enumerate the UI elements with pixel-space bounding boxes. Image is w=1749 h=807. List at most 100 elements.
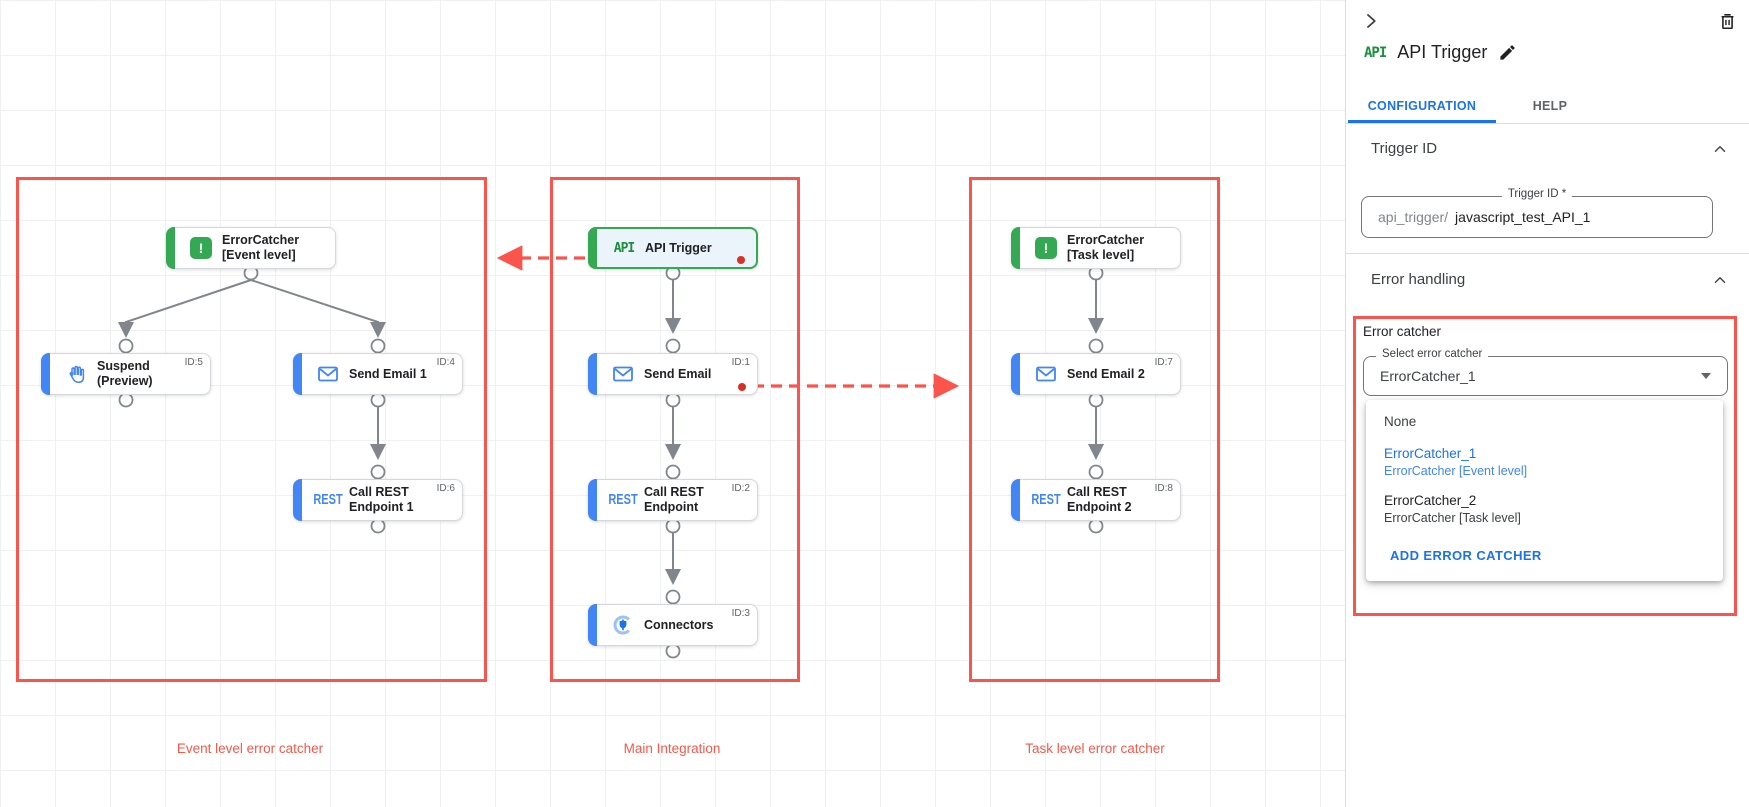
select-error-catcher-value: ErrorCatcher_1 [1380, 368, 1476, 384]
trigger-id-field-label: Trigger ID * [1501, 188, 1573, 200]
error-catcher-icon: ! [1031, 237, 1061, 259]
add-error-catcher-button[interactable]: ADD ERROR CATCHER [1390, 548, 1542, 563]
main-integration-group-label: Main Integration [623, 741, 721, 756]
node-label: Send Email [644, 366, 712, 381]
panel-tabs: CONFIGURATION HELP [1346, 88, 1749, 123]
node-label: Send Email 2 [1067, 366, 1145, 381]
node-id-badge: ID:1 [731, 357, 750, 368]
select-error-catcher-label: Select error catcher [1376, 348, 1489, 360]
node-id-badge: ID:5 [184, 357, 203, 368]
task-level-group-label: Task level error catcher [1025, 741, 1165, 756]
collapse-section-button[interactable] [1707, 136, 1733, 162]
node-id-badge: ID:3 [731, 608, 750, 619]
node-call-rest-endpoint-1[interactable]: REST Call REST Endpoint 1 ID:6 [293, 479, 463, 521]
trash-icon [1721, 13, 1733, 29]
node-label: Send Email 1 [349, 366, 427, 381]
node-label: Suspend (Preview) [97, 359, 153, 388]
node-accent-bar [1011, 353, 1020, 395]
integration-canvas[interactable]: Event level error catcher Main Integrati… [0, 0, 1345, 807]
rest-icon: REST [608, 491, 638, 509]
dropdown-caret-icon [1701, 373, 1711, 379]
node-ports[interactable] [118, 265, 1104, 659]
node-call-rest-endpoint[interactable]: REST Call REST Endpoint ID:2 [588, 479, 758, 521]
chevron-right-icon [1367, 14, 1376, 28]
node-label: Connectors [644, 617, 714, 632]
api-trigger-icon: API [1364, 44, 1387, 61]
node-accent-bar [41, 353, 50, 395]
collapse-section-button[interactable] [1707, 267, 1733, 293]
hand-icon [61, 363, 91, 385]
node-accent-bar [588, 604, 597, 646]
node-label: Call REST Endpoint 1 [349, 485, 414, 514]
node-connectors[interactable]: Connectors ID:3 [588, 604, 758, 646]
trigger-id-field[interactable]: Trigger ID * api_trigger/ javascript_tes… [1361, 188, 1713, 238]
node-accent-bar [588, 227, 597, 269]
node-accent-bar [293, 479, 302, 521]
collapse-panel-button[interactable] [1358, 8, 1384, 34]
node-label: ErrorCatcher [Task level] [1067, 233, 1145, 262]
select-error-catcher-dropdown[interactable]: Select error catcher ErrorCatcher_1 [1363, 348, 1728, 396]
node-call-rest-endpoint-2[interactable]: REST Call REST Endpoint 2 ID:8 [1011, 479, 1181, 521]
event-level-group-label: Event level error catcher [176, 741, 324, 756]
main-integration-annotation-box [550, 177, 800, 682]
tab-configuration[interactable]: CONFIGURATION [1367, 98, 1477, 113]
error-source-dot [738, 383, 746, 391]
error-flow-arrows [496, 245, 960, 399]
node-label: Call REST Endpoint 2 [1067, 485, 1132, 514]
error-source-dot [737, 256, 745, 264]
node-send-email[interactable]: Send Email ID:1 [588, 353, 758, 395]
option-none[interactable]: None [1384, 414, 1417, 429]
api-icon: API [613, 240, 636, 256]
event-level-annotation-box [16, 177, 487, 682]
node-label: ErrorCatcher [Event level] [222, 233, 300, 262]
panel-title: API Trigger [1397, 42, 1488, 62]
email-icon [1031, 363, 1061, 385]
node-accent-bar [293, 353, 302, 395]
trigger-id-value[interactable]: javascript_test_API_1 [1455, 209, 1591, 225]
chevron-up-icon [1714, 146, 1726, 152]
node-label: API Trigger [645, 240, 712, 255]
error-catcher-label: Error catcher [1363, 324, 1442, 339]
node-accent-bar [1011, 479, 1020, 521]
node-id-badge: ID:2 [731, 483, 750, 494]
connectors-icon [608, 613, 638, 637]
node-errorcatcher-event-level[interactable]: ! ErrorCatcher [Event level] [166, 227, 336, 269]
node-accent-bar [588, 353, 597, 395]
node-id-badge: ID:6 [436, 483, 455, 494]
rest-icon: REST [1031, 491, 1061, 509]
chevron-up-icon [1714, 277, 1726, 283]
edit-pencil-icon[interactable] [1498, 43, 1517, 62]
tab-help[interactable]: HELP [1532, 98, 1568, 113]
error-catcher-annotation-box [1353, 316, 1737, 616]
node-id-badge: ID:7 [1154, 357, 1173, 368]
email-icon [608, 363, 638, 385]
option-errorcatcher-2[interactable]: ErrorCatcher_2 ErrorCatcher [Task level] [1384, 493, 1521, 525]
node-id-badge: ID:8 [1154, 483, 1173, 494]
trigger-id-prefix: api_trigger/ [1378, 209, 1449, 225]
error-catcher-icon: ! [186, 237, 216, 259]
error-handling-section-header: Error handling [1371, 271, 1466, 288]
trigger-id-section-header: Trigger ID [1371, 140, 1438, 157]
rest-icon: REST [313, 491, 343, 509]
node-send-email-1[interactable]: Send Email 1 ID:4 [293, 353, 463, 395]
flow-connectors [118, 279, 1104, 585]
node-send-email-2[interactable]: Send Email 2 ID:7 [1011, 353, 1181, 395]
node-id-badge: ID:4 [436, 357, 455, 368]
config-panel: API API Trigger CONFIGURATION HELP Trigg… [1345, 0, 1749, 807]
node-accent-bar [588, 479, 597, 521]
error-catcher-options-menu: None ErrorCatcher_1 ErrorCatcher [Event … [1366, 400, 1723, 581]
task-level-annotation-box [969, 177, 1220, 682]
node-api-trigger[interactable]: API API Trigger [588, 227, 758, 269]
divider [1346, 253, 1749, 254]
node-errorcatcher-task-level[interactable]: ! ErrorCatcher [Task level] [1011, 227, 1181, 269]
node-label: Call REST Endpoint [644, 485, 704, 514]
node-accent-bar [1011, 227, 1020, 269]
active-tab-underline [1348, 120, 1496, 123]
flow-wires [118, 245, 1104, 659]
option-errorcatcher-1[interactable]: ErrorCatcher_1 ErrorCatcher [Event level… [1384, 446, 1528, 478]
divider [1346, 123, 1749, 124]
node-accent-bar [166, 227, 175, 269]
node-suspend[interactable]: Suspend (Preview) ID:5 [41, 353, 211, 395]
delete-trigger-button[interactable] [1714, 8, 1740, 34]
email-icon [313, 363, 343, 385]
